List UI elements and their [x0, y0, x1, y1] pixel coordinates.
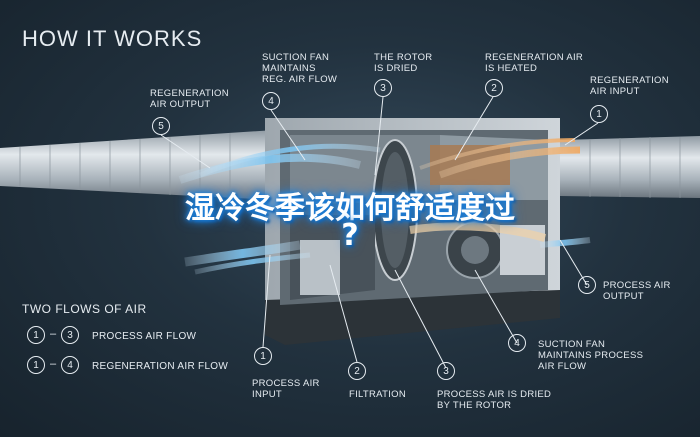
- callout-leaders: [160, 96, 599, 369]
- overlay-headline: 湿冷冬季该如何舒适度过: [185, 191, 515, 226]
- legend-process-label: PROCESS AIR FLOW: [92, 331, 197, 342]
- callout-number-process-output: 5: [578, 276, 596, 294]
- callout-label-filtration: FILTRATION: [349, 389, 407, 400]
- callout-label-process-input: PROCESS AIR INPUT: [252, 378, 320, 400]
- callout-label-regen-input: REGENERATION AIR INPUT: [590, 75, 669, 97]
- left-duct: [0, 130, 275, 200]
- callout-number-process-fan: 4: [508, 334, 526, 352]
- right-duct: [560, 136, 700, 198]
- callout-number-process-dried: 3: [437, 362, 455, 380]
- regeneration-air-flow: [178, 138, 581, 184]
- callout-number-filtration: 2: [348, 362, 366, 380]
- legend-regen-from: 1: [27, 356, 45, 374]
- legend-process-to: 3: [61, 326, 79, 344]
- callout-label-regen-output: REGENERATION AIR OUTPUT: [150, 88, 229, 110]
- legend-regen-to: 4: [61, 356, 79, 374]
- callout-number-process-input: 1: [254, 347, 272, 365]
- page-title: HOW IT WORKS: [22, 26, 203, 51]
- callout-number-regen-fan: 4: [262, 92, 280, 110]
- callout-number-regen-input: 1: [590, 105, 608, 123]
- callout-label-process-dried: PROCESS AIR IS DRIED BY THE ROTOR: [437, 389, 552, 411]
- callout-number-regen-heated: 2: [485, 79, 503, 97]
- legend-process-from: 1: [27, 326, 45, 344]
- callout-label-rotor-dried: THE ROTOR IS DRIED: [374, 52, 433, 74]
- callout-label-process-output: PROCESS AIR OUTPUT: [603, 280, 671, 302]
- legend-title: TWO FLOWS OF AIR: [22, 302, 147, 316]
- process-air-flow: [184, 222, 591, 275]
- callout-label-regen-fan: SUCTION FAN MAINTAINS REG. AIR FLOW: [262, 52, 338, 85]
- legend-regen-label: REGENERATION AIR FLOW: [92, 361, 229, 372]
- callout-label-process-fan: SUCTION FAN MAINTAINS PROCESS AIR FLOW: [538, 339, 644, 372]
- overlay-question-mark: ?: [341, 218, 359, 253]
- callout-number-regen-output: 5: [152, 117, 170, 135]
- dehumidifier-unit: [265, 118, 560, 345]
- legend-regen-dash: –: [50, 358, 57, 370]
- legend-process-dash: –: [50, 328, 57, 340]
- callout-number-rotor-dried: 3: [374, 79, 392, 97]
- callout-label-regen-heated: REGENERATION AIR IS HEATED: [485, 52, 584, 74]
